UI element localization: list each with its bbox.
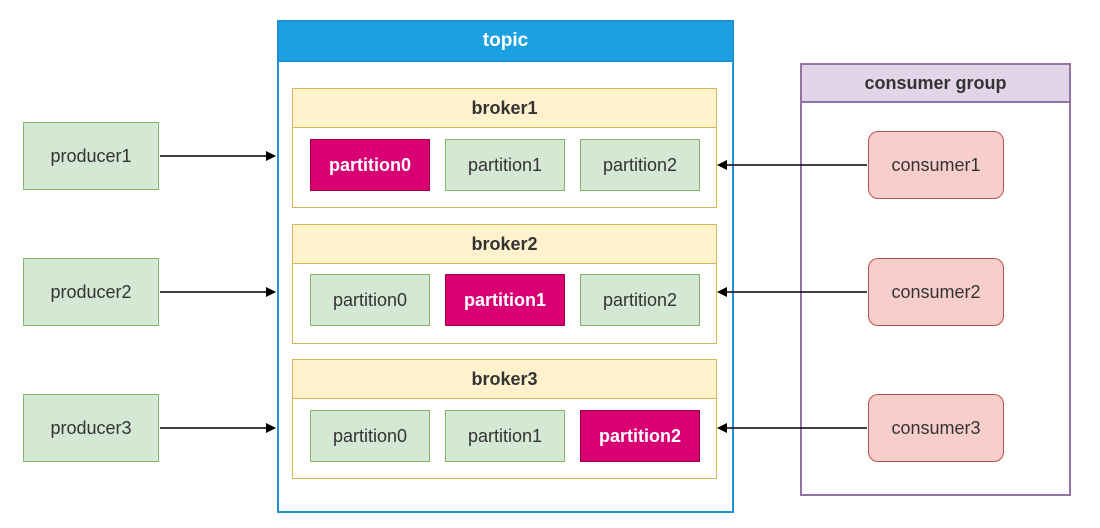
topic-header: topic (277, 20, 734, 62)
producer1-node: producer1 (23, 122, 159, 190)
broker1-partition0: partition0 (310, 139, 430, 191)
producer2-node: producer2 (23, 258, 159, 326)
broker1-partition1: partition1 (445, 139, 565, 191)
broker2-partition1: partition1 (445, 274, 565, 326)
consumer3-node: consumer3 (868, 394, 1004, 462)
consumer-group-header: consumer group (800, 63, 1071, 103)
consumer1-node: consumer1 (868, 131, 1004, 199)
producer3-node: producer3 (23, 394, 159, 462)
broker1-partition2: partition2 (580, 139, 700, 191)
consumer2-node: consumer2 (868, 258, 1004, 326)
broker3-partition2: partition2 (580, 410, 700, 462)
broker2-partition0: partition0 (310, 274, 430, 326)
broker2-header: broker2 (292, 224, 717, 264)
broker2-partition2: partition2 (580, 274, 700, 326)
broker3-header: broker3 (292, 359, 717, 399)
broker3-partition1: partition1 (445, 410, 565, 462)
broker3-partition0: partition0 (310, 410, 430, 462)
broker1-header: broker1 (292, 88, 717, 128)
